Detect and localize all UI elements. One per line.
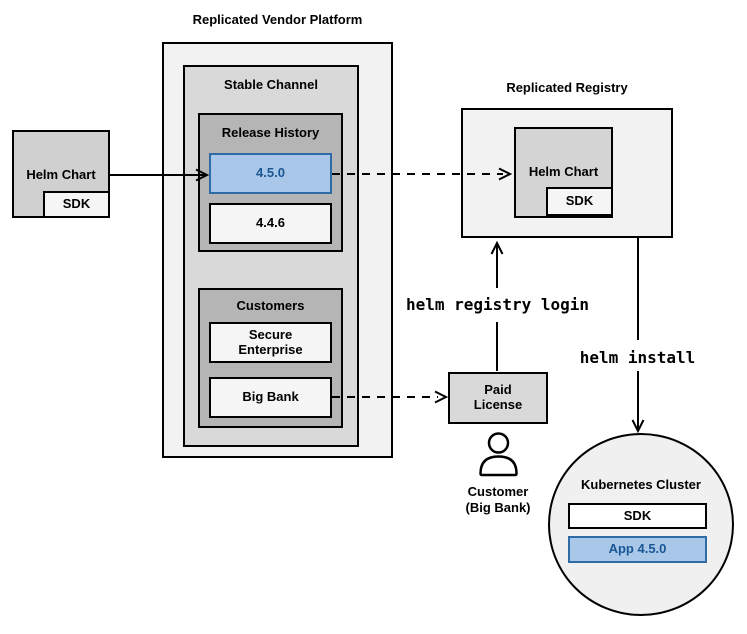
vendor-platform-box: Stable Channel Release History 4.5.0 4.4…: [162, 42, 393, 458]
release-4-5-0-label: 4.5.0: [256, 165, 285, 181]
registry-sdk-box: SDK: [546, 187, 613, 216]
registry-helm-chart-label: Helm Chart: [528, 164, 599, 179]
customer-secure-enterprise: Secure Enterprise: [209, 322, 332, 363]
customers-title: Customers: [236, 298, 305, 313]
cluster-sdk-box: SDK: [568, 503, 707, 529]
cluster-sdk-label: SDK: [623, 507, 652, 523]
cluster-app-box: App 4.5.0: [568, 536, 707, 563]
registry-title: Replicated Registry: [506, 80, 628, 95]
release-history-box: Release History 4.5.0 4.4.6: [198, 113, 343, 252]
customer-big-bank-label: Big Bank: [242, 389, 299, 405]
kubernetes-cluster-title: Kubernetes Cluster: [581, 477, 701, 492]
vendor-platform-title: Replicated Vendor Platform: [192, 12, 363, 27]
customer-big-bank: Big Bank: [209, 377, 332, 418]
cluster-app-label: App 4.5.0: [608, 541, 667, 557]
customer-secure-enterprise-label: Secure Enterprise: [238, 326, 303, 357]
customer-icon: [479, 432, 518, 477]
helm-registry-login-label: helm registry login: [405, 295, 590, 314]
kubernetes-cluster-circle: Kubernetes Cluster SDK App 4.5.0: [548, 433, 734, 616]
stable-channel-box: Stable Channel Release History 4.5.0 4.4…: [183, 65, 359, 447]
customers-box: Customers Secure Enterprise Big Bank: [198, 288, 343, 428]
source-sdk-label: SDK: [62, 196, 91, 212]
source-sdk-box: SDK: [43, 191, 110, 218]
release-history-title: Release History: [221, 125, 320, 140]
paid-license-label: Paid License: [473, 382, 523, 412]
registry-box: Helm Chart SDK: [461, 108, 673, 238]
helm-install-label: helm install: [579, 348, 696, 367]
release-4-5-0: 4.5.0: [209, 153, 332, 194]
source-helm-chart-box: Helm Chart SDK: [12, 130, 110, 218]
stable-channel-title: Stable Channel: [224, 77, 318, 92]
customer-caption: Customer (Big Bank): [465, 484, 531, 516]
release-4-4-6: 4.4.6: [209, 203, 332, 244]
source-helm-chart-label: Helm Chart: [26, 167, 96, 182]
paid-license-box: Paid License: [448, 372, 548, 424]
release-4-4-6-label: 4.4.6: [256, 215, 285, 231]
registry-sdk-label: SDK: [565, 193, 594, 209]
arrow-registry-to-cluster: [631, 238, 645, 434]
registry-helm-chart-box: Helm Chart SDK: [514, 127, 613, 218]
